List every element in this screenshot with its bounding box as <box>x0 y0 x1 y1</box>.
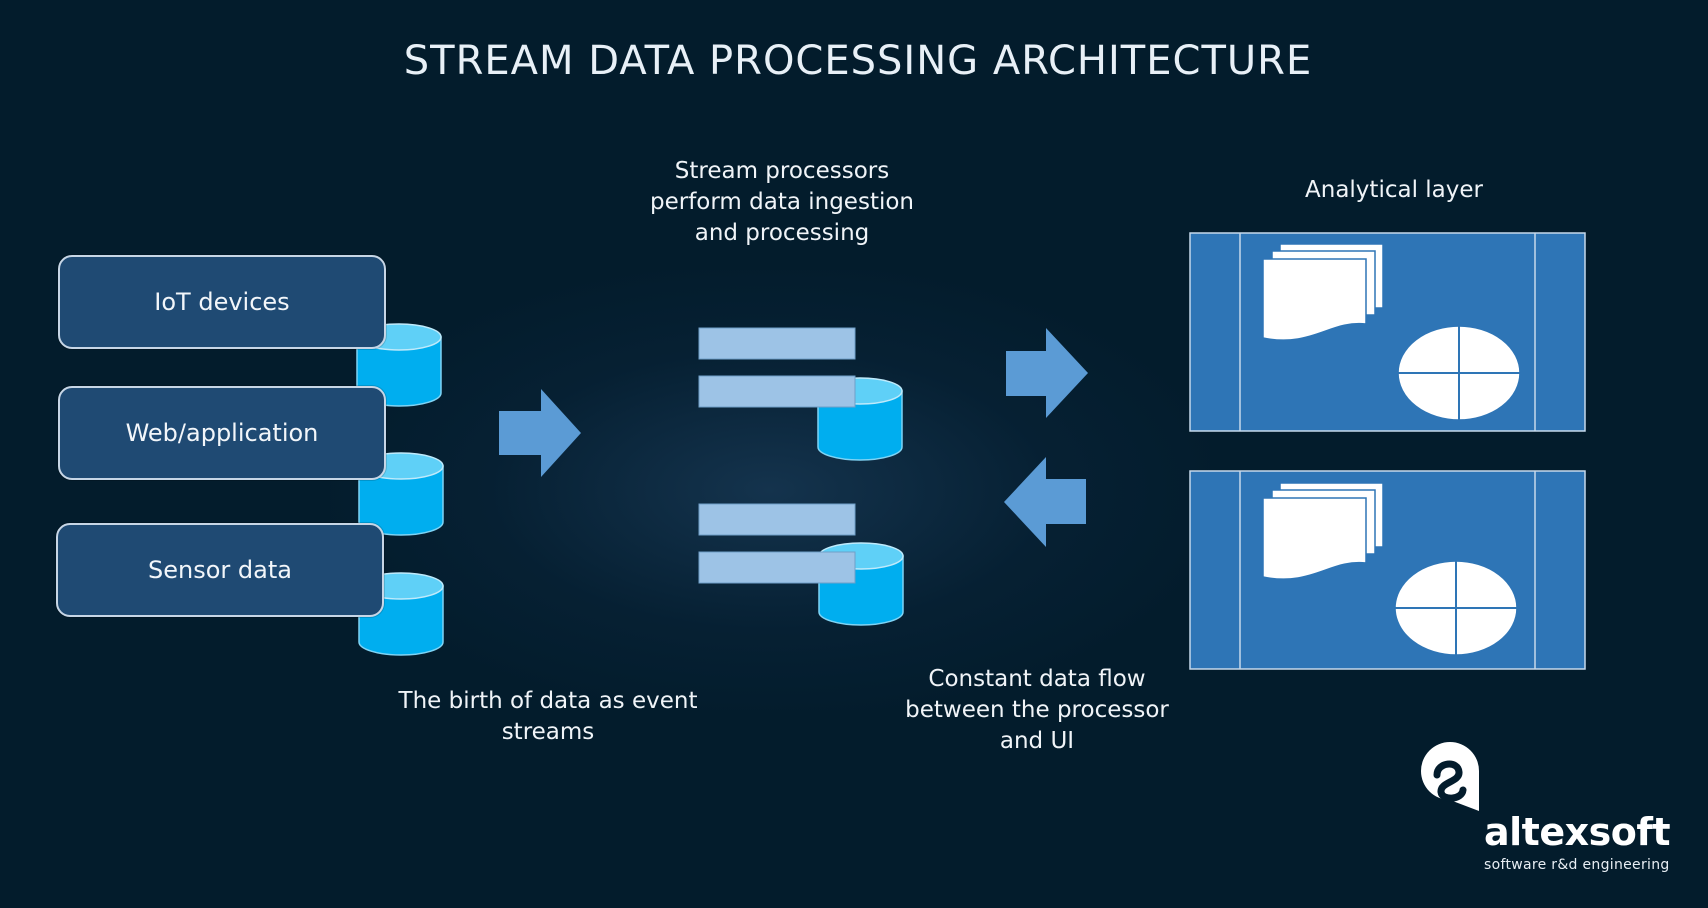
processor-bar <box>698 503 856 536</box>
processor-bar <box>698 327 856 360</box>
processor-bar <box>698 551 856 584</box>
analytics-panel <box>1189 232 1586 432</box>
arrow-right-icon <box>499 389 581 477</box>
processors-caption: Stream processors perform data ingestion… <box>600 156 964 249</box>
analytics-panel <box>1189 470 1586 670</box>
documents-icon <box>1262 243 1384 341</box>
processors-caption-line-1: Stream processors <box>674 158 890 184</box>
processors-caption-line-2: perform data ingestion <box>649 189 915 215</box>
analytical-caption: Analytical layer <box>1305 177 1483 203</box>
documents-icon <box>1262 482 1384 580</box>
arrow-right-icon <box>1006 328 1088 418</box>
database-icon <box>358 452 444 536</box>
page-title: STREAM DATA PROCESSING ARCHITECTURE <box>403 38 1313 84</box>
logo-name: altexsoft <box>1484 810 1671 854</box>
birth-caption: The birth of data as event streams <box>376 686 720 748</box>
flow-caption: Constant data flow between the processor… <box>870 664 1204 757</box>
flow-caption-line-1: Constant data flow <box>928 666 1146 692</box>
arrow-left-icon <box>1004 457 1086 547</box>
source-sensor-data: Sensor data <box>56 523 384 617</box>
pie-chart-icon <box>1394 560 1518 656</box>
source-web-application: Web/application <box>58 386 386 480</box>
processor-bar <box>698 375 856 408</box>
birth-caption-line-2: streams <box>501 719 595 745</box>
birth-caption-line-1: The birth of data as event <box>398 688 698 714</box>
flow-caption-line-3: and UI <box>999 728 1075 754</box>
altexsoft-logo-icon <box>1421 742 1479 811</box>
pie-chart-icon <box>1397 325 1521 421</box>
flow-caption-line-2: between the processor <box>905 697 1169 723</box>
source-iot-devices: IoT devices <box>58 255 386 349</box>
processors-caption-line-3: and processing <box>694 220 870 246</box>
logo-tagline: software r&d engineering <box>1484 857 1670 873</box>
